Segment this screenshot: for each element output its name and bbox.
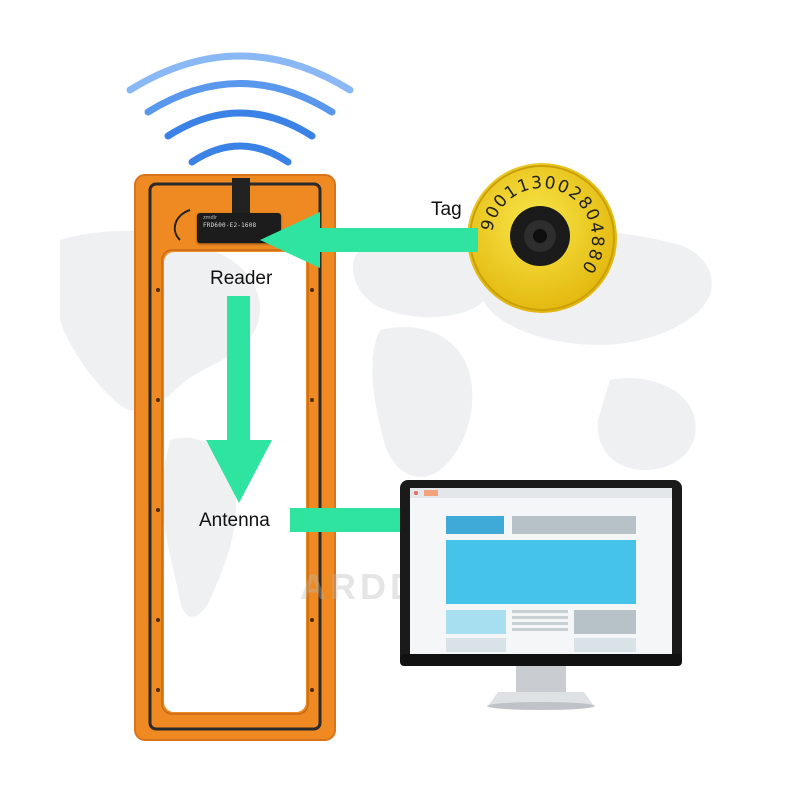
tag-to-reader-arrow xyxy=(260,212,478,268)
reader-brand-text: zmdlr xyxy=(203,215,218,221)
ear-tag-image: 900113002804880 xyxy=(467,163,617,313)
wifi-signal-icon xyxy=(126,52,354,166)
tag-label: Tag xyxy=(431,199,462,220)
computer-monitor-image xyxy=(400,480,682,710)
antenna-label: Antenna xyxy=(199,510,270,531)
reader-to-antenna-arrow xyxy=(206,296,272,503)
reader-model-text: FRD600-E2-1608 xyxy=(203,222,257,229)
watermark-text: ARDD xyxy=(300,566,420,607)
reader-label: Reader xyxy=(210,268,273,289)
